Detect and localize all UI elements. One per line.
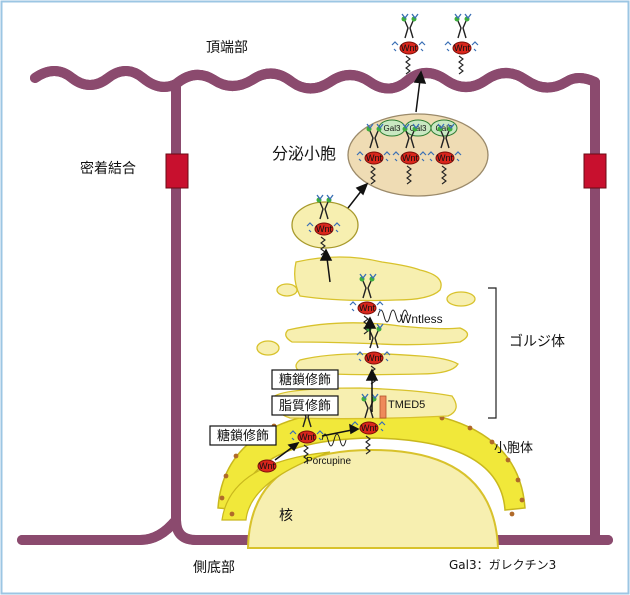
glyco-mod-label-upper: 糖鎖修飾: [279, 372, 331, 388]
wnt-label: Wnt: [366, 153, 383, 163]
transport-arrows: [274, 70, 427, 461]
er-inner-sheet: [221, 451, 331, 521]
wnt-label: Wnt: [361, 423, 378, 433]
wnt-label: Wnt: [259, 461, 276, 471]
golgi-apparatus: [256, 256, 476, 420]
tight-junction-right: [583, 153, 607, 189]
wntless-coil: [377, 309, 409, 323]
wnt-molecules: Wnt Wnt Wnt Wnt Wnt Wnt Wnt Wnt Wnt Wnt …: [257, 13, 479, 473]
glyco-mod-box-lower: [209, 425, 277, 446]
glyco-mod-label-lower: 糖鎖修飾: [217, 428, 269, 444]
cell-membranes: [17, 71, 613, 545]
tight-junction-label: 密着結合: [80, 160, 136, 177]
wnt-label: Wnt: [402, 153, 419, 163]
nucleus-label: 核: [279, 508, 293, 524]
tight-junction-left: [165, 153, 189, 189]
gal3-label-1: Gal3: [384, 124, 401, 133]
porcupine-label: Porcupine: [306, 456, 351, 467]
golgi-label: ゴルジ体: [509, 333, 565, 350]
gal3-label-3: Gal3: [436, 124, 453, 133]
glyco-mod-box-upper: [271, 369, 339, 390]
lipid-mod-box: [271, 395, 339, 416]
tmed5-label: TMED5: [388, 399, 425, 411]
lipid-mod-label: 脂質修飾: [279, 399, 331, 414]
nucleus: [246, 448, 500, 549]
wnt-label: Wnt: [401, 43, 418, 53]
wnt-label: Wnt: [299, 432, 316, 442]
basolateral-label: 側底部: [193, 560, 235, 576]
legend-gal3: Gal3：ガレクチン3: [449, 558, 556, 572]
wnt-label: Wnt: [437, 153, 454, 163]
er-label: 小胞体: [494, 441, 533, 456]
wntless-label: Wntless: [400, 312, 443, 326]
wnt-label: Wnt: [359, 303, 376, 313]
secretory-vesicle-label: 分泌小胞: [272, 144, 336, 163]
gal3-label-2: Gal3: [410, 124, 427, 133]
wnt-label: Wnt: [366, 353, 383, 363]
gal3-group: Gal3 Gal3 Gal3: [378, 119, 458, 137]
wnt-label: Wnt: [316, 224, 333, 234]
golgi-bracket: [488, 287, 497, 419]
apical-label: 頂端部: [206, 40, 248, 56]
wnt-label: Wnt: [454, 43, 471, 53]
tmed5-channel: [379, 395, 387, 419]
